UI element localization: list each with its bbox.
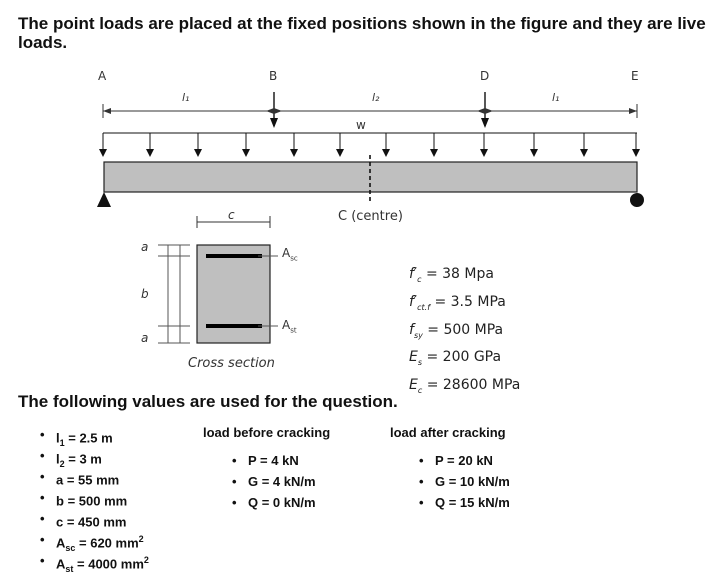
prop-fctf: f′ct.f = 3.5 MPa: [409, 293, 506, 312]
point-load-b-arrowhead: [270, 118, 278, 128]
span-label-l1-right: l₁: [552, 91, 560, 104]
dim-arrow-d-left: [477, 108, 485, 114]
udl-arrowhead: [336, 149, 344, 157]
given-value-name: b: [56, 493, 64, 509]
load-before-title: load before cracking: [203, 425, 331, 440]
udl-label: w: [356, 118, 366, 132]
prop-fsy: fsy = 500 MPa: [409, 321, 504, 340]
udl-arrowhead: [580, 149, 588, 157]
udl-arrowhead: [242, 149, 250, 157]
load-after-title: load after cracking: [390, 425, 506, 440]
question-heading: The following values are used for the qu…: [18, 392, 398, 411]
udl-arrowhead: [382, 149, 390, 157]
given-value-sup: 2: [138, 534, 144, 544]
given-value-sub: sc: [65, 542, 76, 553]
prop-es: Es = 200 GPa: [409, 349, 502, 368]
given-value-name: A: [56, 556, 66, 572]
given-value-value: = 2.5 m: [64, 430, 113, 446]
given-value-name: c: [56, 514, 64, 530]
given-value-name: l: [56, 430, 60, 446]
given-value-item: b = 500 mm: [40, 487, 149, 508]
load-item: P = 4 kN: [232, 450, 316, 471]
udl-arrowhead: [290, 149, 298, 157]
load-item: G = 4 kN/m: [232, 471, 316, 492]
given-value-value: = 4000 mm: [73, 556, 144, 572]
load-before-list: P = 4 kNG = 4 kN/mQ = 0 kN/m: [232, 450, 316, 513]
span-label-l1-left: l₁: [182, 91, 190, 104]
point-label-b: B: [269, 69, 278, 83]
udl-arrowhead: [632, 149, 640, 157]
given-value-value: = 55 mm: [63, 472, 120, 488]
given-value-item: a = 55 mm: [40, 466, 149, 487]
given-value-sub: 2: [59, 458, 65, 469]
given-value-item: Asc = 620 mm2: [40, 529, 149, 553]
roller-support-e: [630, 193, 644, 207]
intro-text: The point loads are placed at the fixed …: [18, 14, 706, 52]
given-value-item: c = 450 mm: [40, 508, 149, 529]
section-bottom-cover-label: a: [141, 331, 149, 345]
dim-arrow-b-left: [266, 108, 274, 114]
given-value-sub: 1: [59, 437, 65, 448]
pin-support-a: [97, 192, 111, 207]
load-item: P = 20 kN: [419, 450, 510, 471]
section-top-cover-label: a: [141, 240, 149, 254]
given-value-sup: 2: [143, 555, 149, 565]
centre-label: C (centre): [338, 209, 403, 224]
load-after-list: P = 20 kNG = 10 kN/mQ = 15 kN/m: [419, 450, 510, 513]
prop-fc: f′c = 38 Mpa: [409, 266, 494, 284]
given-value-item: Ast = 4000 mm2: [40, 550, 149, 574]
udl-arrowhead: [430, 149, 438, 157]
given-values-list: l1 = 2.5 ml2 = 3 ma = 55 mmb = 500 mmc =…: [40, 424, 149, 574]
udl-arrows: [99, 133, 640, 157]
section-width-label: c: [228, 208, 235, 222]
given-value-sub: st: [65, 563, 74, 574]
load-item: Q = 15 kN/m: [419, 492, 510, 513]
point-label-e: E: [631, 69, 639, 83]
given-value-value: = 620 mm: [75, 535, 139, 551]
load-item: G = 10 kN/m: [419, 471, 510, 492]
prop-ec: Ec = 28600 MPa: [409, 377, 521, 395]
given-value-name: A: [56, 535, 66, 551]
given-value-item: l1 = 2.5 m: [40, 424, 149, 448]
dim-arrow-b-right: [274, 108, 282, 114]
top-steel-label: Asc: [282, 246, 298, 263]
given-value-value: = 3 m: [64, 451, 102, 467]
udl-arrowhead: [146, 149, 154, 157]
given-value-name: a: [56, 472, 64, 488]
given-value-name: l: [56, 451, 60, 467]
load-item: Q = 0 kN/m: [232, 492, 316, 513]
udl-arrowhead: [530, 149, 538, 157]
udl-arrowhead: [480, 149, 488, 157]
udl-arrowhead: [194, 149, 202, 157]
section-depth-label: b: [141, 287, 149, 301]
udl-arrowhead: [99, 149, 107, 157]
dim-arrow-left: [103, 108, 111, 114]
span-label-l2: l₂: [372, 91, 380, 104]
section-rect: [196, 244, 271, 344]
point-load-d-arrowhead: [481, 118, 489, 128]
point-label-a: A: [98, 69, 107, 83]
section-caption: Cross section: [188, 356, 275, 371]
given-value-value: = 500 mm: [63, 493, 128, 509]
given-value-item: l2 = 3 m: [40, 445, 149, 469]
material-properties: f′c = 38 Mpa f′ct.f = 3.5 MPa fsy = 500 …: [409, 263, 520, 402]
dim-arrow-d-right: [485, 108, 493, 114]
given-value-value: = 450 mm: [63, 514, 127, 530]
dim-arrow-right: [629, 108, 637, 114]
bottom-steel-label: Ast: [282, 318, 297, 335]
point-label-d: D: [480, 69, 490, 83]
